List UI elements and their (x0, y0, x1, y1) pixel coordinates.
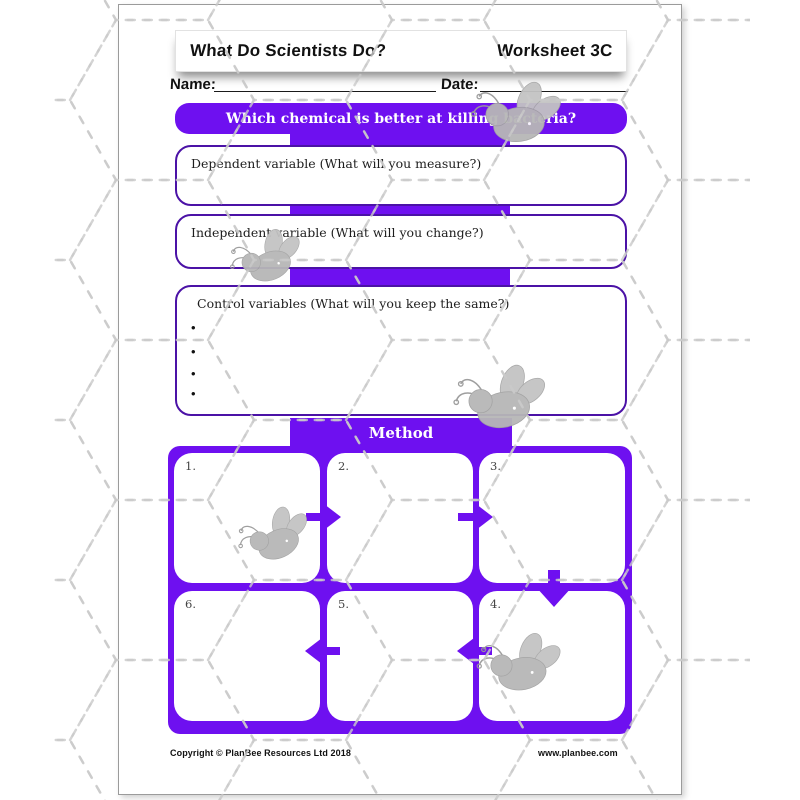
method-step-box-6[interactable]: 6. (174, 591, 320, 721)
bee-icon (224, 222, 311, 295)
control-bullet-line[interactable]: • (191, 344, 196, 359)
bee-icon (463, 72, 574, 156)
control-bullet-line[interactable]: • (191, 320, 196, 335)
website-text: www.planbee.com (538, 748, 618, 758)
step-number: 3. (490, 459, 501, 473)
header-card: What Do Scientists Do? Worksheet 3C (175, 30, 627, 72)
step-number: 4. (490, 597, 501, 611)
arrow-right-icon (458, 503, 494, 531)
method-step-box-5[interactable]: 5. (327, 591, 473, 721)
name-label: Name: (169, 76, 217, 93)
arrow-left-icon (304, 637, 340, 665)
control-bullet-line[interactable]: • (191, 366, 196, 381)
control-bullet-line[interactable]: • (191, 386, 196, 401)
step-number: 1. (185, 459, 196, 473)
bee-icon (449, 359, 555, 439)
method-title: Method (368, 423, 434, 442)
arrow-down-icon (535, 570, 573, 608)
control-variables-box[interactable]: Control variables (What will you keep th… (175, 285, 627, 416)
name-input-line[interactable] (214, 76, 436, 92)
step-number: 6. (185, 597, 196, 611)
bee-icon (474, 626, 567, 702)
method-step-box-3[interactable]: 3. (479, 453, 625, 583)
connector-bar (290, 267, 510, 286)
step-number: 2. (338, 459, 349, 473)
page-title: What Do Scientists Do? (189, 41, 387, 60)
worksheet-number-label: Worksheet 3C (496, 41, 613, 60)
step-number: 5. (338, 597, 349, 611)
method-step-box-2[interactable]: 2. (327, 453, 473, 583)
copyright-text: Copyright © PlanBee Resources Ltd 2018 (170, 748, 351, 758)
